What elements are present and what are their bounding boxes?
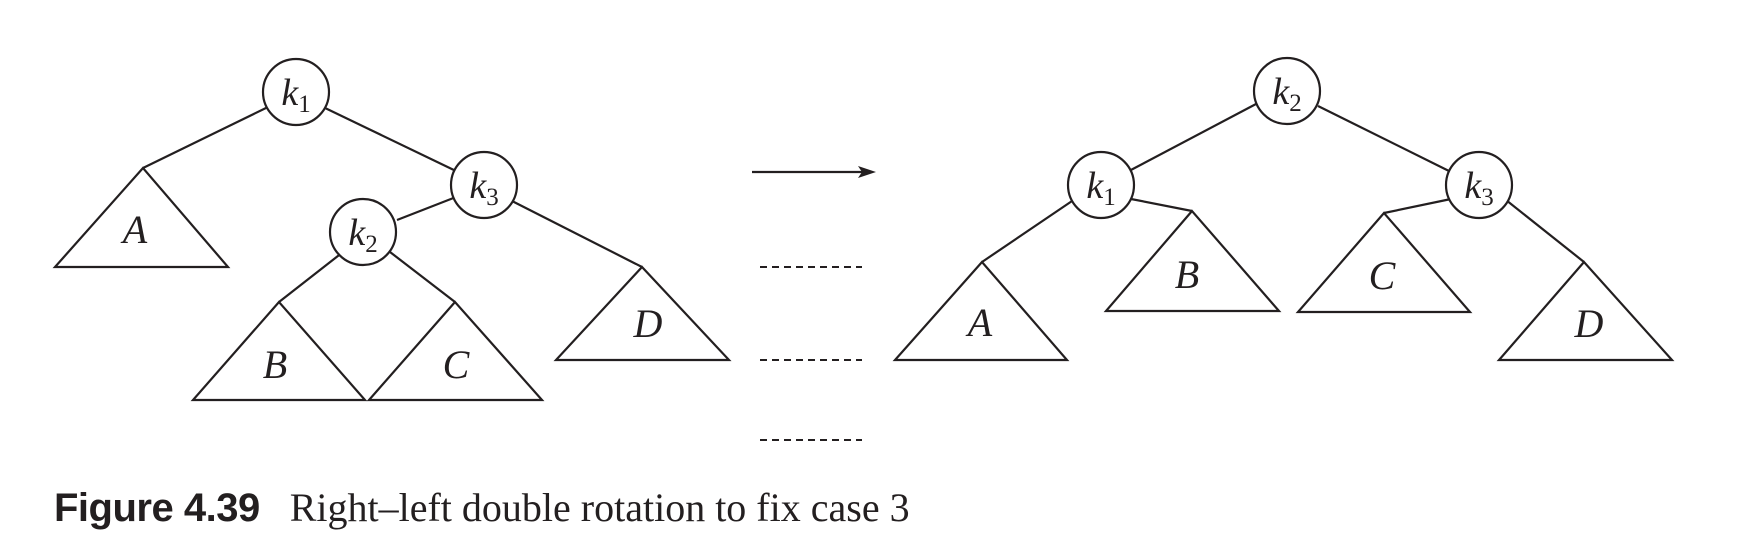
edge-k1-A — [142, 106, 269, 169]
node-k1-after-letter: k — [1086, 165, 1104, 207]
edge-k2-k1 — [1128, 103, 1257, 172]
node-k1-subscript: 1 — [298, 91, 311, 118]
subtree-A-after — [892, 260, 1070, 362]
figure-label: Figure 4.39 — [54, 486, 260, 530]
subtree-B — [190, 300, 368, 402]
node-k1-after-label: k1 — [1086, 165, 1115, 211]
edge-k2-k3 — [1317, 105, 1452, 173]
edge-k1-B-after — [1130, 197, 1193, 213]
subtree-label-D-after: D — [1574, 301, 1604, 346]
subtree-label-D: D — [633, 301, 663, 346]
node-k3-label: k3 — [469, 165, 498, 211]
node-k2: k2 — [328, 197, 398, 267]
subtree-C-after — [1295, 211, 1473, 314]
subtree-label-A-after: A — [965, 300, 993, 345]
node-k1-circle — [261, 57, 331, 127]
node-k1-after: k1 — [1066, 150, 1136, 220]
node-k3-after-circle — [1444, 150, 1514, 220]
node-k3-subscript: 3 — [486, 184, 499, 211]
subtree-label-C-after: C — [1369, 253, 1397, 298]
node-k2-after-circle — [1252, 56, 1322, 126]
node-k3-after-label: k3 — [1464, 165, 1493, 211]
edge-k1-A-after — [981, 198, 1076, 263]
node-k3-after-letter: k — [1464, 165, 1482, 207]
node-k2-after-subscript: 2 — [1289, 90, 1302, 117]
edge-k1-k3 — [322, 106, 459, 173]
subtree-label-B-after: B — [1175, 252, 1199, 297]
node-k3-letter: k — [469, 165, 487, 207]
node-k1-letter: k — [281, 72, 299, 114]
node-k3-circle — [449, 150, 519, 220]
subtree-D — [553, 265, 732, 362]
node-k2-circle — [328, 197, 398, 267]
node-k2-after: k2 — [1252, 56, 1322, 126]
subtree-C — [366, 300, 545, 402]
edge-k2-B — [278, 251, 344, 303]
node-k2-after-label: k2 — [1272, 71, 1301, 117]
figure-caption-text: Right–left double rotation to fix case 3 — [289, 485, 910, 530]
figure-caption: Figure 4.39 Right–left double rotation to… — [54, 484, 910, 531]
node-k1-label: k1 — [281, 72, 310, 118]
transition-arrow — [752, 166, 876, 178]
node-k2-after-letter: k — [1272, 71, 1290, 113]
node-k1-after-subscript: 1 — [1103, 184, 1116, 211]
subtree-label-A: A — [120, 207, 148, 252]
node-k2-label: k2 — [348, 212, 377, 258]
node-k1-after-circle — [1066, 150, 1136, 220]
subtree-D-after — [1496, 260, 1675, 362]
subtree-label-C: C — [443, 342, 471, 387]
node-k2-letter: k — [348, 212, 366, 254]
node-k1: k1 — [261, 57, 331, 127]
subtree-B-after — [1103, 209, 1282, 313]
arrow-head-icon — [858, 166, 876, 178]
edge-k3-k2 — [396, 195, 457, 222]
node-k3: k3 — [449, 150, 519, 220]
edge-k3-D-after — [1505, 199, 1585, 263]
node-k3-after-subscript: 3 — [1481, 184, 1494, 211]
edge-k2-C — [389, 251, 456, 303]
node-k3-after: k3 — [1444, 150, 1514, 220]
edge-k3-C-after — [1383, 197, 1452, 215]
node-k2-subscript: 2 — [365, 231, 378, 258]
subtree-label-B: B — [263, 342, 287, 387]
subtree-A — [52, 166, 231, 269]
after-tree: A B C D k2 k1 k3 — [892, 56, 1675, 362]
before-tree: A B C D k1 k3 k2 — [52, 57, 732, 402]
edge-k3-D — [511, 200, 643, 268]
